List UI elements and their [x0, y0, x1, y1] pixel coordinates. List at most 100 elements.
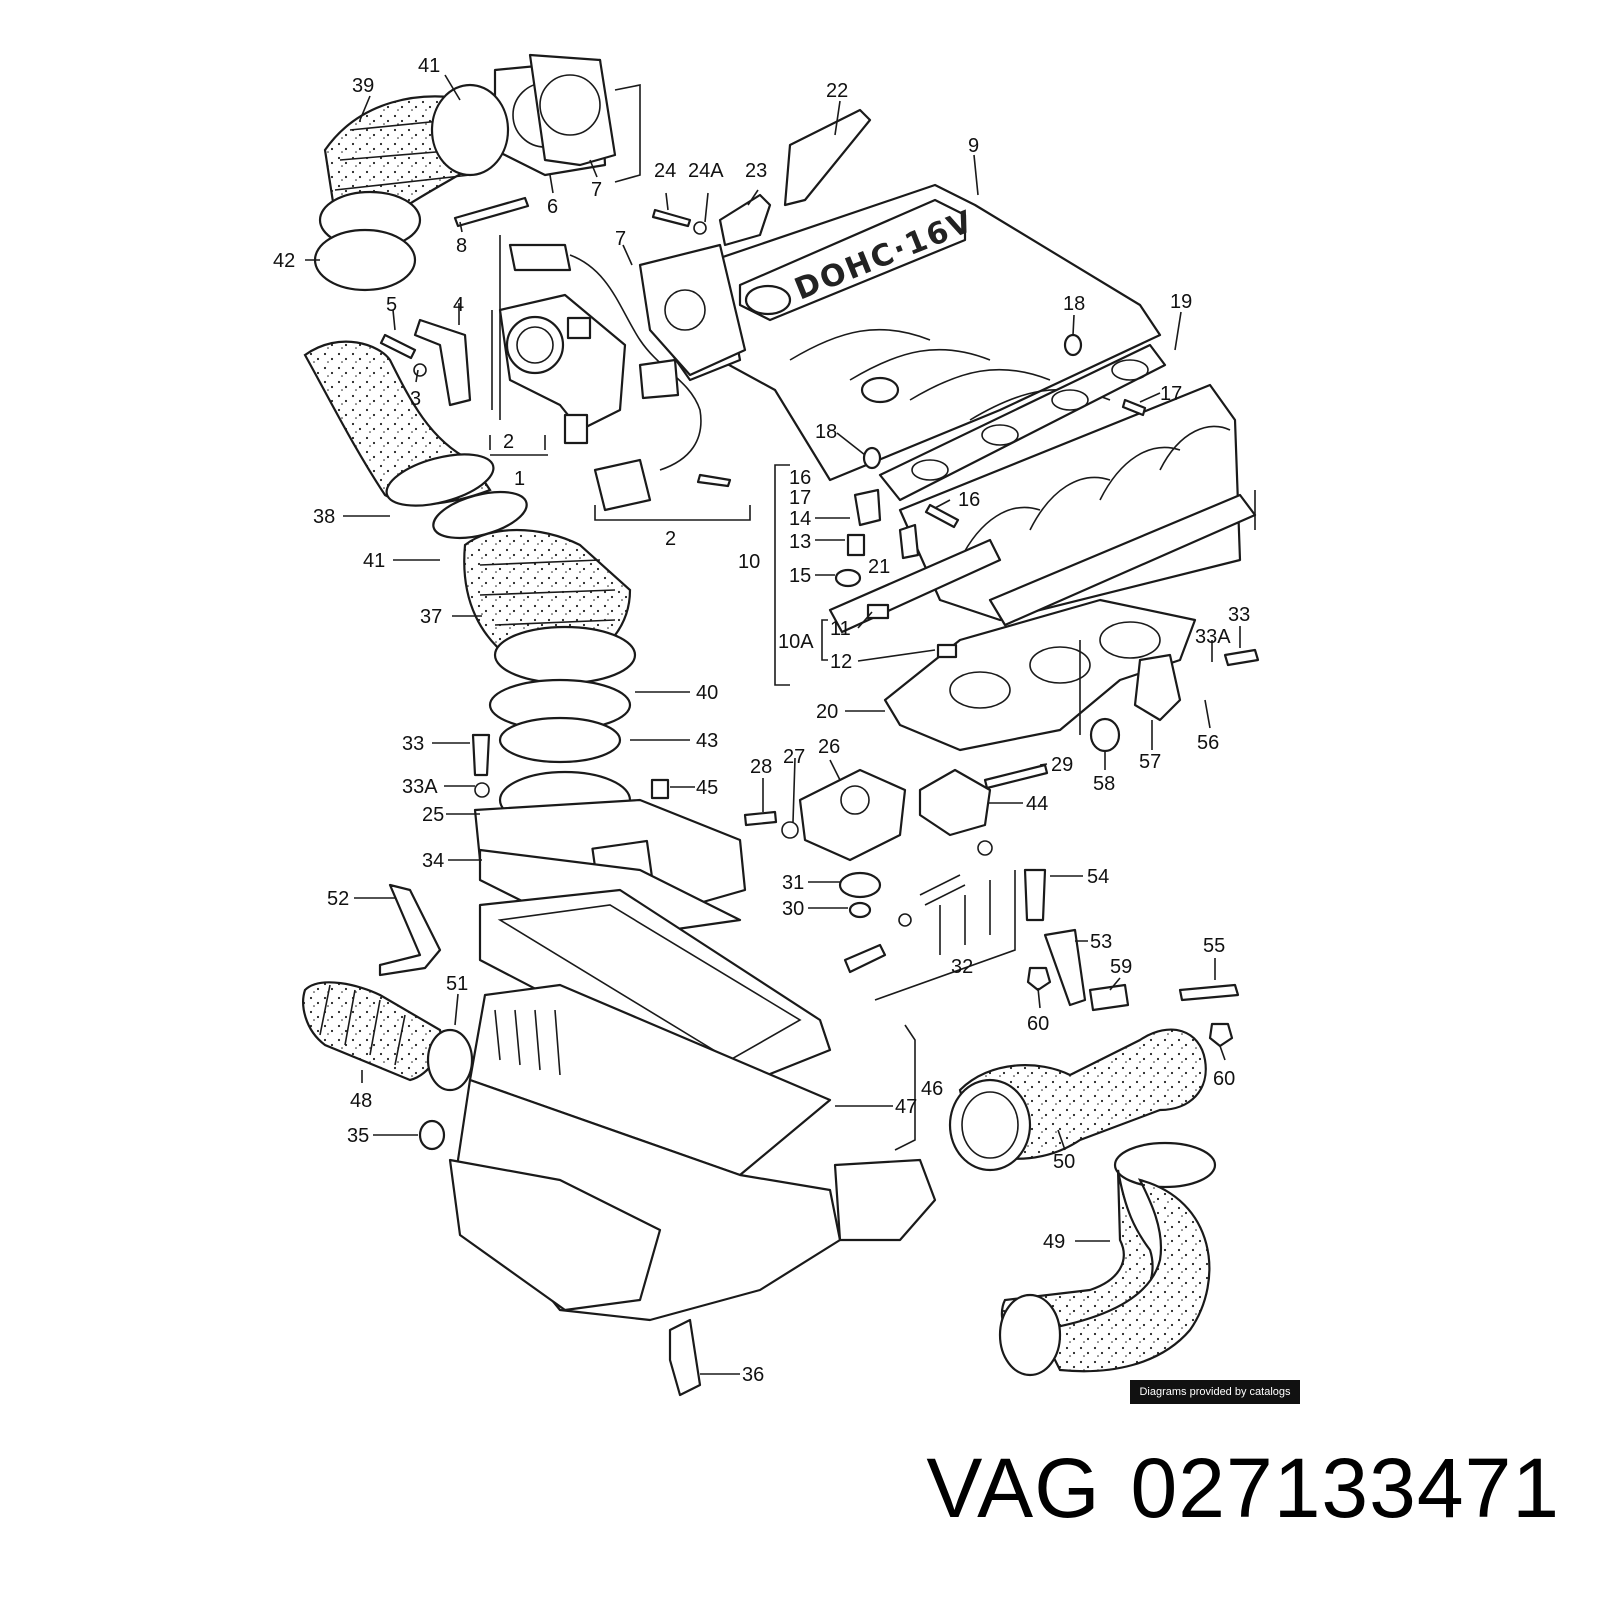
callout-10: 10 — [738, 551, 760, 573]
intake-gasket-7 — [638, 243, 747, 377]
hose-49 — [998, 1141, 1217, 1377]
callout-60-right: 60 — [1213, 1068, 1235, 1090]
callout-50: 50 — [1053, 1151, 1075, 1173]
cap-11 — [866, 603, 890, 620]
gasket-58 — [1089, 717, 1121, 753]
callout-7-gasket: 7 — [615, 228, 626, 250]
bolt-16 — [924, 503, 960, 529]
callout-60-left: 60 — [1027, 1013, 1049, 1035]
callout-56: 56 — [1197, 732, 1219, 754]
callout-12: 12 — [830, 651, 852, 673]
callout-4: 4 — [453, 294, 464, 316]
seal-27 — [781, 821, 799, 839]
callout-28: 28 — [750, 756, 772, 778]
o-ring-31 — [838, 871, 882, 899]
callout-58: 58 — [1093, 773, 1115, 795]
callout-53: 53 — [1090, 931, 1112, 953]
callout-17-left: 17 — [789, 487, 811, 509]
callout-57: 57 — [1139, 751, 1161, 773]
callout-labels: 39 41 42 6 7 8 5 4 3 2 1 24 24A 23 22 7 … — [273, 55, 1250, 1386]
callout-46: 46 — [921, 1078, 943, 1100]
bolt-54 — [1023, 868, 1047, 922]
callout-15: 15 — [789, 565, 811, 587]
callout-44: 44 — [1026, 793, 1048, 815]
leader-lines — [305, 74, 1256, 1375]
callout-27: 27 — [783, 746, 805, 768]
cap-12 — [936, 643, 958, 659]
callout-5: 5 — [386, 294, 397, 316]
callout-14: 14 — [789, 508, 811, 530]
callout-18-top: 18 — [1063, 293, 1085, 315]
manifold-gasket — [878, 343, 1167, 502]
bolt-5 — [379, 333, 417, 360]
bracket-44 — [918, 768, 992, 837]
callout-33-right: 33 — [1228, 604, 1250, 626]
diagram-credit-badge: Diagrams provided by catalogs parts — [1130, 1380, 1300, 1422]
callout-33-left: 33 — [402, 733, 424, 755]
callout-23: 23 — [745, 160, 767, 182]
washer-30 — [848, 901, 872, 919]
callout-42: 42 — [273, 250, 295, 272]
washer-3 — [413, 363, 427, 377]
sensor-59 — [1088, 983, 1130, 1012]
nut-45 — [650, 778, 670, 800]
callout-38: 38 — [313, 506, 335, 528]
callout-55: 55 — [1203, 935, 1225, 957]
callout-32: 32 — [951, 956, 973, 978]
cap-18 — [862, 446, 882, 470]
callout-22: 22 — [826, 80, 848, 102]
callout-13: 13 — [789, 531, 811, 553]
callout-7-top: 7 — [591, 179, 602, 201]
callout-33a-left: 33A — [402, 776, 438, 798]
callout-59: 59 — [1110, 956, 1132, 978]
callout-37: 37 — [420, 606, 442, 628]
callout-21: 21 — [868, 556, 890, 578]
bracket-23 — [718, 193, 772, 247]
air-cleaner-lid — [478, 888, 832, 1092]
callout-40: 40 — [696, 682, 718, 704]
callout-47: 47 — [895, 1096, 917, 1118]
washer-24a — [693, 221, 707, 235]
callout-11: 11 — [830, 618, 851, 640]
bracket-53 — [1043, 928, 1087, 1007]
bracket-4 — [413, 318, 472, 407]
seal-13 — [846, 533, 866, 557]
callout-51: 51 — [446, 973, 468, 995]
bolt-33-right — [1223, 648, 1260, 667]
throttle-body — [498, 293, 627, 445]
bracket-36 — [668, 1318, 702, 1397]
callout-34: 34 — [422, 850, 444, 872]
hose-48 — [302, 981, 443, 1082]
callout-49: 49 — [1043, 1231, 1065, 1253]
callout-33a-right: 33A — [1195, 626, 1231, 648]
valve-57 — [1133, 653, 1182, 722]
callout-26: 26 — [818, 736, 840, 758]
bolt-8 — [453, 196, 530, 228]
callout-3: 3 — [410, 388, 421, 410]
callout-36: 36 — [742, 1364, 764, 1386]
callout-41-top: 41 — [418, 55, 440, 77]
callout-8: 8 — [456, 235, 467, 257]
callout-1: 1 — [514, 468, 525, 490]
callout-48: 48 — [350, 1090, 372, 1112]
callout-29: 29 — [1051, 754, 1073, 776]
bolt-21 — [898, 523, 920, 560]
air-cleaner-housing — [448, 1078, 937, 1322]
bolt-29 — [983, 763, 1049, 790]
nut-60-left — [1026, 966, 1052, 992]
throttle-sensor-harness — [508, 243, 732, 512]
callout-41-lower: 41 — [363, 550, 385, 572]
o-ring-15 — [834, 568, 862, 588]
washer-33a-left — [474, 782, 490, 798]
clamp-51 — [426, 1028, 474, 1092]
callout-10a: 10A — [778, 631, 814, 653]
gasket-22 — [783, 108, 872, 207]
callout-25: 25 — [422, 804, 444, 826]
injector-14 — [853, 488, 882, 527]
callout-31: 31 — [782, 872, 804, 894]
grommet-35 — [418, 1119, 446, 1151]
callout-39: 39 — [352, 75, 374, 97]
part-number: 027133471 — [1130, 1441, 1560, 1535]
